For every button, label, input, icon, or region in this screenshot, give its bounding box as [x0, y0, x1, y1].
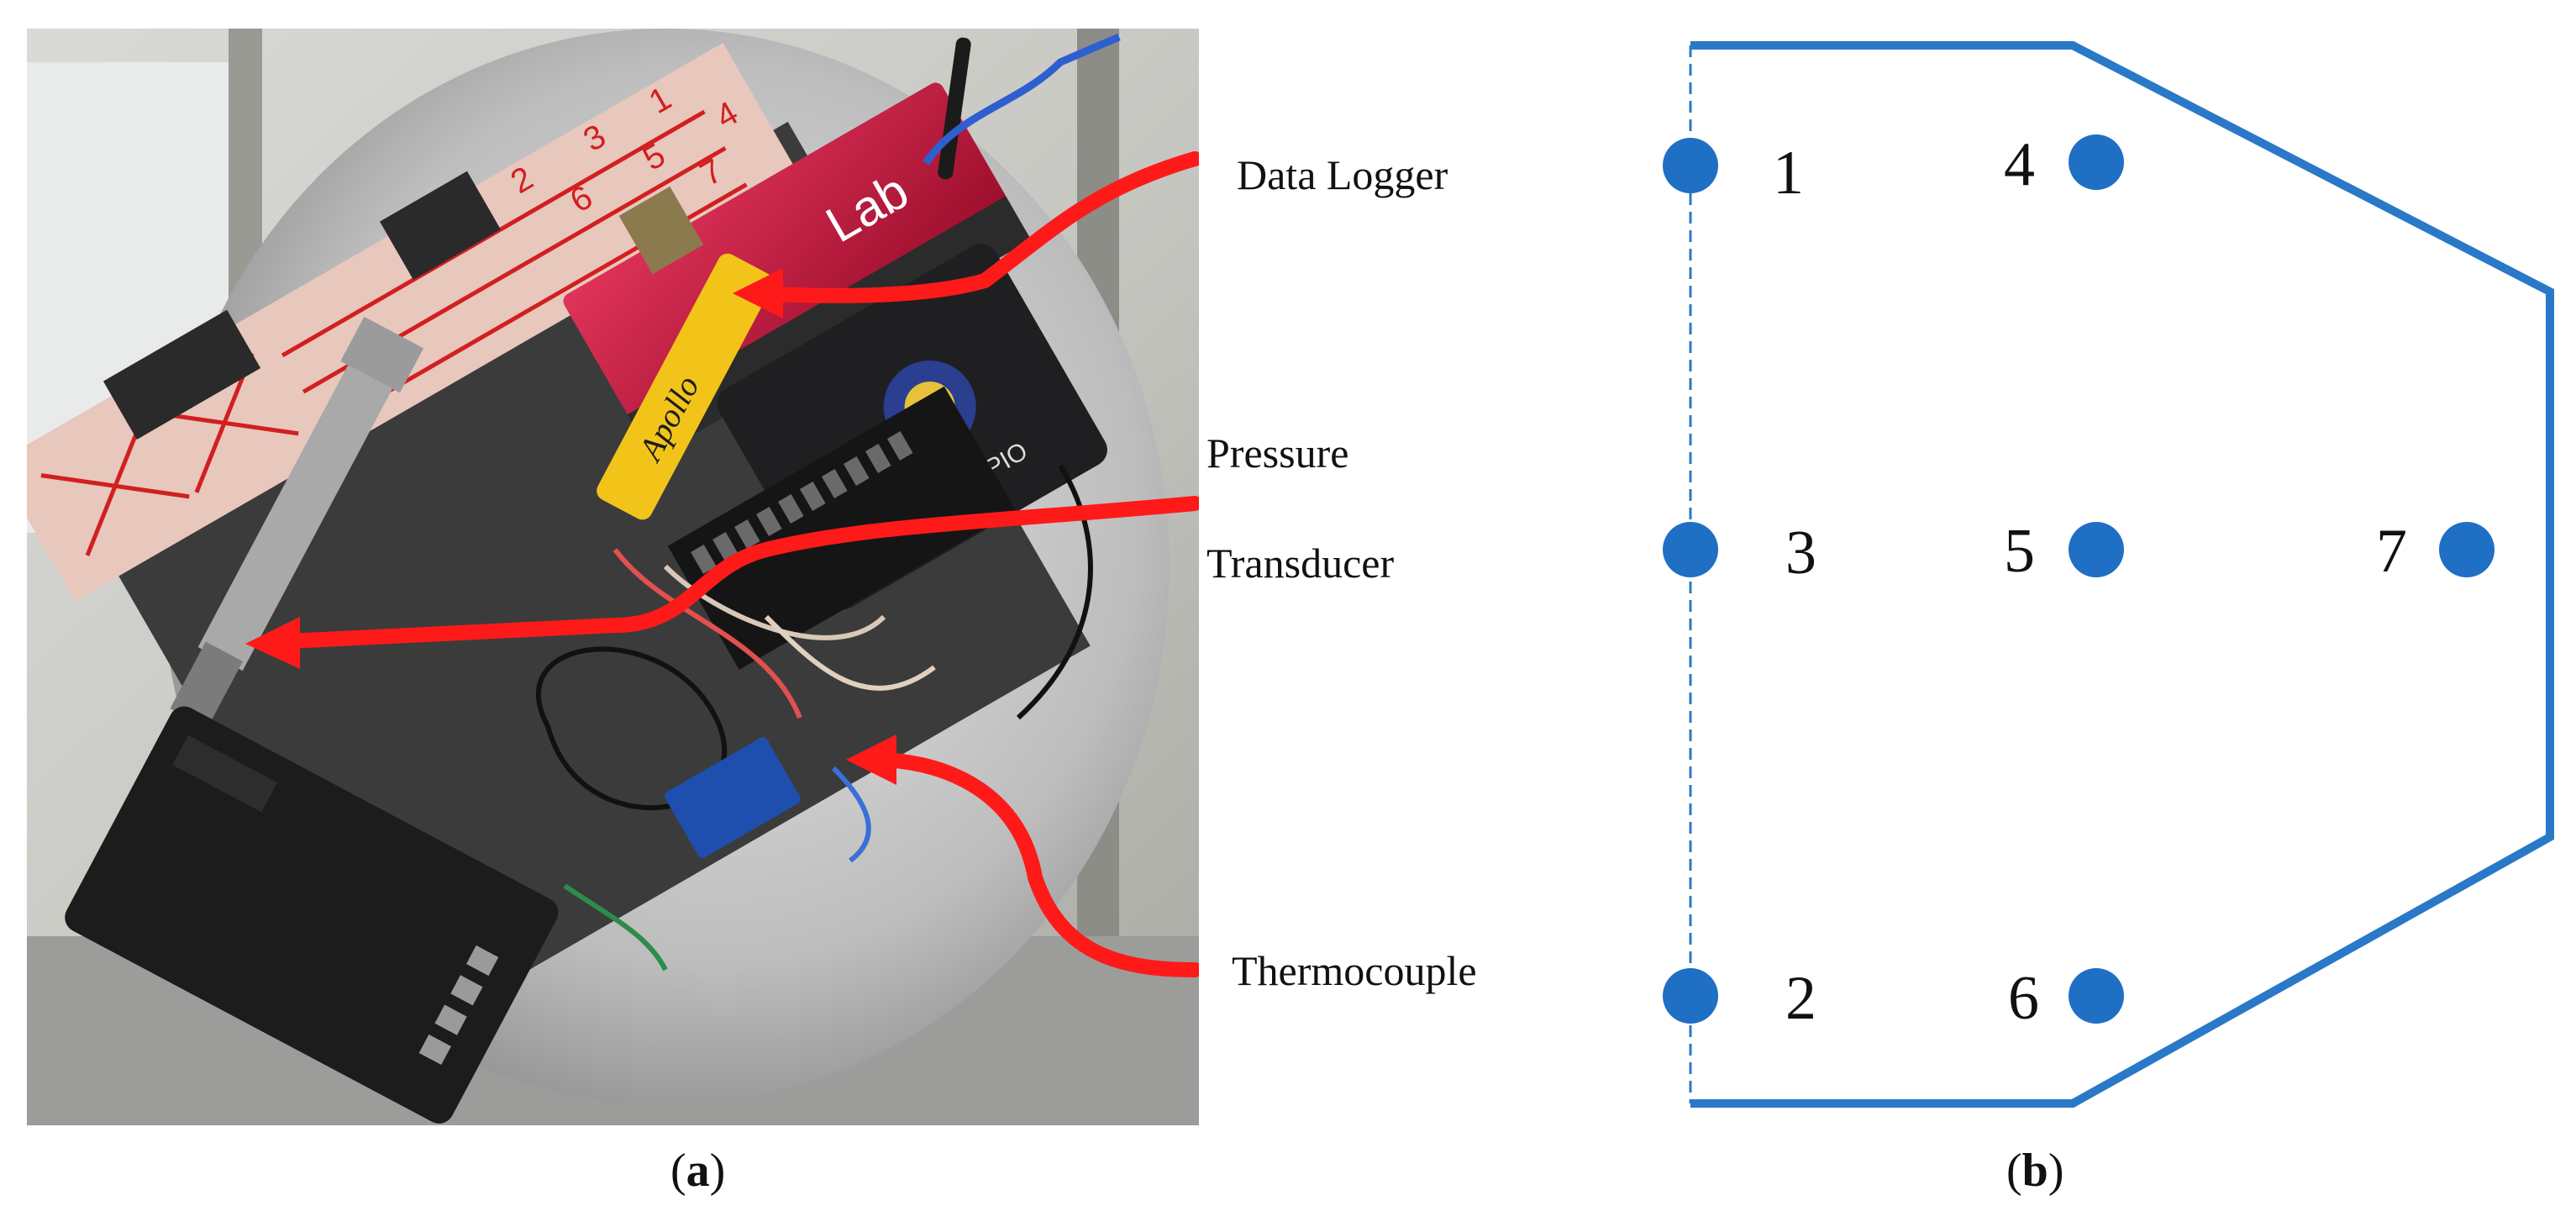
- sensor-dot-6: [2069, 968, 2124, 1024]
- usb-cable: [923, 33, 1121, 166]
- arrowhead-data-logger: [733, 268, 783, 319]
- black-tape: [103, 309, 261, 440]
- sensor-dot-3: [1663, 522, 1718, 577]
- caption-a-letter: a: [686, 1145, 710, 1197]
- arrow-pressure-transducer: [263, 496, 1199, 650]
- sensor-label-6: 6: [2008, 964, 2039, 1033]
- arrow-heads: [245, 268, 896, 785]
- sensor-dot-2: [1663, 968, 1718, 1024]
- relay-module: [665, 737, 801, 858]
- valve-body: [618, 186, 704, 275]
- arrowhead-thermocouple: [846, 735, 896, 785]
- black-tape: [380, 171, 501, 280]
- labeled-tape: [27, 42, 803, 602]
- sensor-label-7: 7: [2376, 517, 2407, 586]
- arrow-data-logger: [750, 151, 1199, 303]
- sensor-label-5: 5: [2004, 517, 2035, 586]
- sensor-layout-svg: 1 2 3 4 5 6 7: [1663, 41, 2554, 1108]
- sensor-dot-1: [1663, 138, 1718, 193]
- label-thermocouple: Thermocouple: [1232, 947, 1477, 994]
- apparatus-photo-illustration: 1 2 3 4 5 6 7 Lab DOE·NEPIO: [27, 29, 1199, 1125]
- sensor-dot-7: [2439, 522, 2495, 577]
- pressure-transducer: [170, 316, 424, 729]
- sensor-dot-5: [2069, 522, 2124, 577]
- callout-arrows: [263, 151, 1199, 977]
- apparatus-photo: 1 2 3 4 5 6 7 Lab DOE·NEPIO: [27, 29, 1199, 1125]
- label-transducer: Transducer: [1207, 540, 1395, 587]
- caption-b-letter: b: [2021, 1145, 2048, 1197]
- sensor-label-4: 4: [2004, 130, 2035, 199]
- sensor-label-2: 2: [1785, 964, 1816, 1033]
- sensor-label-1: 1: [1773, 139, 1804, 208]
- sensor-layout-diagram: 1 2 3 4 5 6 7: [1647, 25, 2571, 1135]
- wires: [535, 464, 1093, 972]
- arrowhead-pressure-transducer: [245, 617, 300, 669]
- caption-a: (a): [670, 1145, 726, 1197]
- vessel-outline: [1690, 41, 2554, 1108]
- label-data-logger: Data Logger: [1237, 151, 1448, 198]
- arrow-thermocouple: [868, 752, 1199, 977]
- sensor-dot-4: [2069, 134, 2124, 190]
- caption-b: (b): [2006, 1145, 2064, 1197]
- sensor-label-3: 3: [1785, 519, 1816, 587]
- power-supply: [65, 706, 559, 1124]
- label-pressure: Pressure: [1207, 429, 1349, 477]
